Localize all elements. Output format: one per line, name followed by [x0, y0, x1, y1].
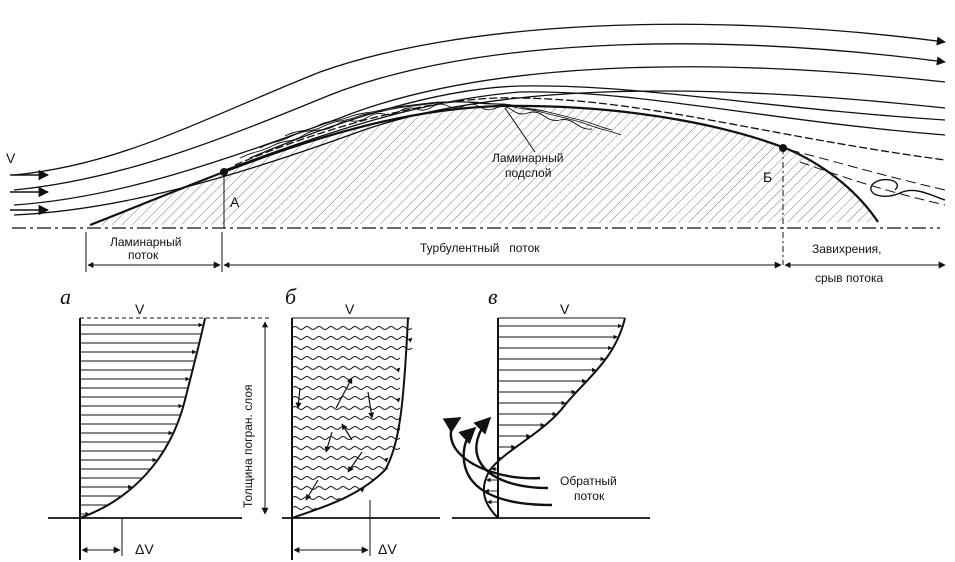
boundary-layer-thickness-label: Толщина погран. слоя [241, 384, 255, 508]
laminar-flow-label-2: поток [128, 248, 159, 262]
profile-b-eddy-arrows [295, 377, 375, 501]
profile-a-velocity-vectors [80, 322, 204, 517]
airfoil-flow-figure: V A Б Ламинарный подслой Ламинарный пото… [6, 23, 946, 285]
laminar-flow-label-1: Ламинарный [110, 235, 181, 249]
profile-a-v-label: V [135, 301, 145, 317]
profile-b-curve [291, 317, 409, 519]
profile-c-v-label: V [560, 301, 570, 317]
profile-a: а V ΔV [48, 284, 242, 560]
profile-c-velocity-vectors [484, 323, 623, 505]
profile-b-letter: б [285, 284, 297, 309]
separation-label-2: срыв потока [815, 271, 883, 285]
laminar-sublayer-label-1: Ламинарный [492, 151, 563, 165]
sublayer-leader [504, 107, 536, 153]
velocity-label: V [6, 150, 16, 166]
reverse-flow-label-2: поток [574, 489, 605, 503]
point-b-label: Б [763, 169, 772, 185]
region-dimensions [85, 232, 946, 272]
reverse-flow-label-1: Обратный [560, 474, 617, 488]
body-hatching [90, 105, 878, 225]
wake-lines [789, 149, 946, 206]
profile-b-dv-label: ΔV [378, 541, 397, 557]
turbulent-flow-label: Турбулентный поток [420, 241, 540, 255]
profile-a-letter: а [60, 284, 71, 309]
streamlines [13, 23, 946, 216]
turbulent-layer-lines [239, 101, 622, 159]
profile-b: б V ΔV [282, 284, 440, 560]
laminar-sublayer-label-2: подслой [505, 166, 551, 180]
profile-c-letter: в [488, 284, 498, 309]
boundary-layer-thickness-dimension: Толщина погран. слоя [230, 317, 270, 515]
body-contour [89, 104, 879, 227]
vortex-icon [870, 178, 946, 201]
profile-a-curve [79, 317, 206, 519]
profile-b-turbulent-fill [291, 326, 413, 510]
profile-a-dv-label: ΔV [135, 541, 154, 557]
reverse-flow-arrows [442, 416, 553, 507]
profile-b-v-label: V [345, 301, 355, 317]
incoming-velocity-arrows [10, 169, 50, 216]
profile-c: в V Обратный поток [442, 284, 650, 519]
separation-label-1: Завихрения, [812, 242, 882, 256]
point-a-label: A [230, 194, 240, 210]
